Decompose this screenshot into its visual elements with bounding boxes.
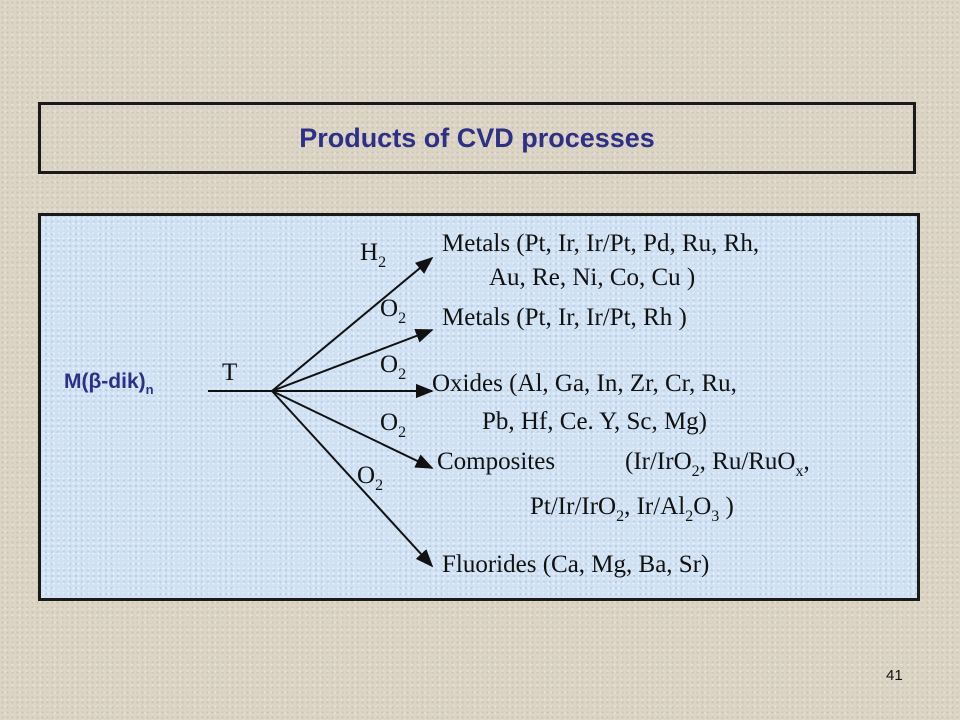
product-composites-line1: (Ir/IrO2, Ru/RuOx, bbox=[625, 448, 810, 480]
product-fluorides: Fluorides (Ca, Mg, Ba, Sr) bbox=[442, 551, 710, 578]
product-metals-o2: Metals (Pt, Ir, Ir/Pt, Rh ) bbox=[442, 304, 687, 331]
page-number: 41 bbox=[886, 667, 903, 684]
reagent-o2-2: O2 bbox=[380, 351, 407, 383]
product-metals-h2-line1: Metals (Pt, Ir, Ir/Pt, Pd, Ru, Rh, bbox=[442, 230, 760, 257]
reagent-o2-4: O2 bbox=[357, 462, 384, 494]
arrow-h2 bbox=[271, 256, 434, 392]
arrow-o2-metals bbox=[271, 329, 434, 392]
slide-title: Products of CVD processes bbox=[299, 122, 655, 153]
reagent-h2: H2 bbox=[360, 239, 387, 271]
diagram-panel bbox=[38, 213, 920, 601]
product-composites-label: Composites bbox=[437, 448, 556, 475]
reagent-o2-1: O2 bbox=[380, 295, 407, 327]
reagent-o2-3: O2 bbox=[380, 409, 407, 441]
reactant-label: M(β-dik)n bbox=[64, 370, 154, 397]
arrow-fluorides bbox=[271, 390, 434, 568]
temperature-label: T bbox=[222, 359, 238, 386]
product-oxides-line1: Oxides (Al, Ga, In, Zr, Cr, Ru, bbox=[432, 370, 737, 397]
product-metals-h2-line2: Au, Re, Ni, Co, Cu ) bbox=[489, 264, 696, 291]
arrow-o2-composites bbox=[271, 390, 434, 469]
product-composites-line2: Pt/Ir/IrO2, Ir/Al2O3 ) bbox=[530, 493, 734, 525]
title-box: Products of CVD processes bbox=[38, 102, 916, 174]
product-oxides-line2: Pb, Hf, Ce. Y, Sc, Mg) bbox=[482, 408, 708, 435]
